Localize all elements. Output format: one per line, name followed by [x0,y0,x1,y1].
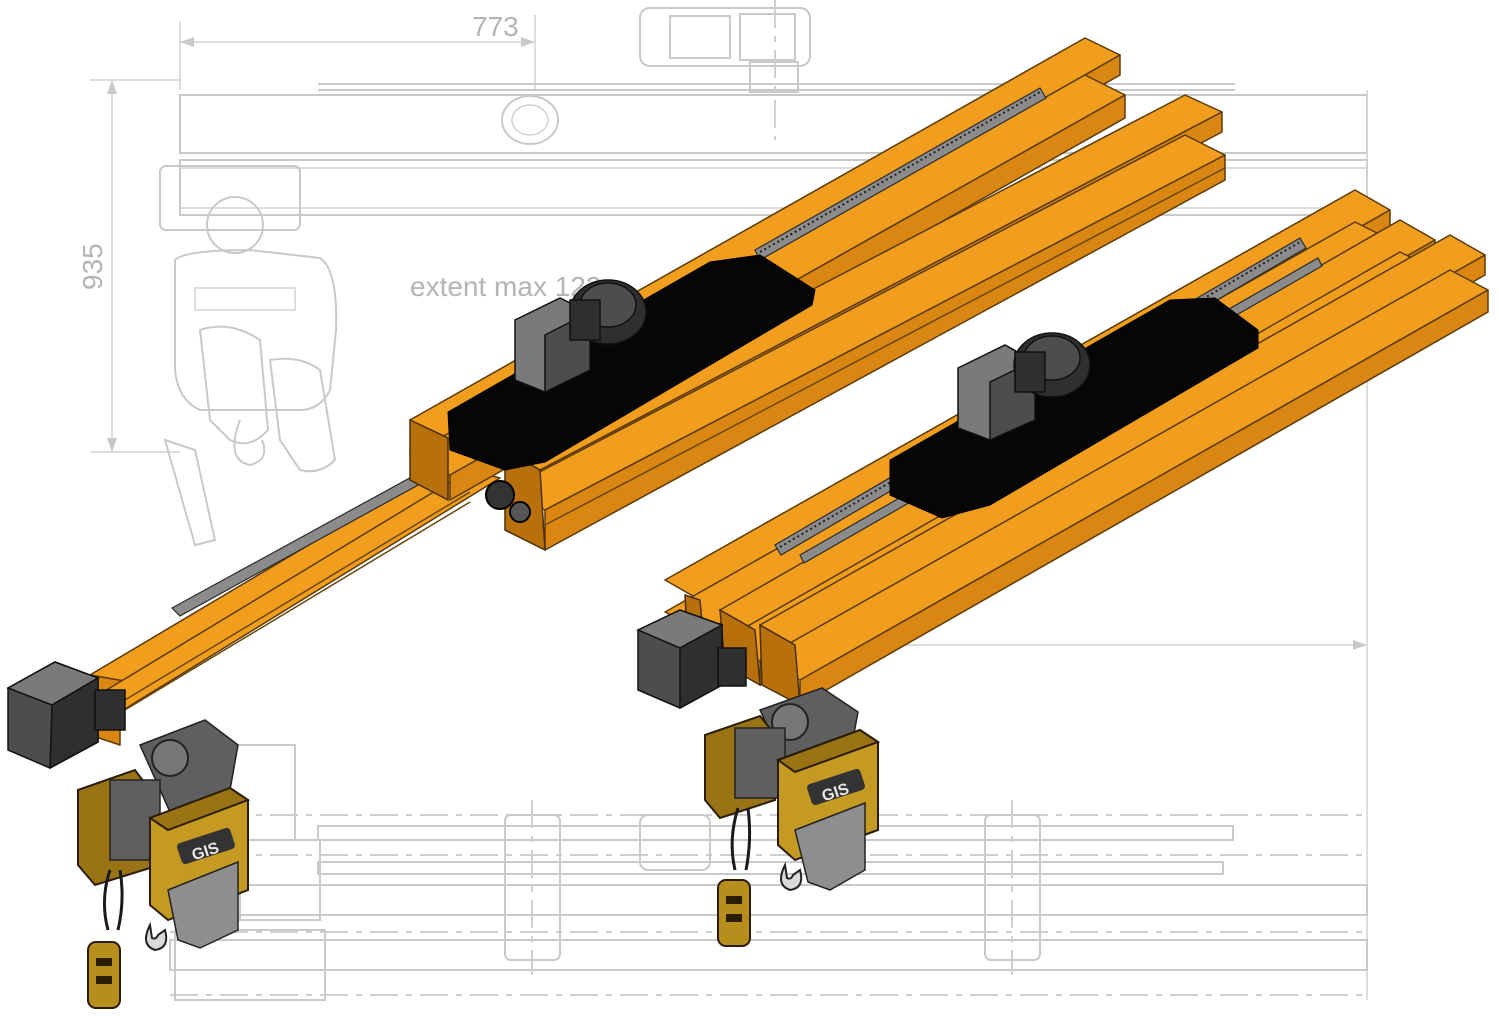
right-chain-hoist: GIS [704,687,881,947]
hoist-side-outline [159,165,338,547]
right-end-motor [636,609,747,710]
right-girder-front [759,234,1489,707]
right-carriage [889,297,1259,519]
left-chain-hoist: GIS [77,719,251,1009]
right-crane: GIS [636,189,1489,947]
height-dimension-label: 935 [77,243,108,290]
left-lower-beam [89,454,501,746]
extent-label: extent max 123 [410,271,601,302]
left-end-motor [6,661,126,770]
left-second-beam [504,94,1226,552]
height-dimension: 935 [77,79,180,453]
left-carriage [447,254,816,523]
top-trolley-outline [639,0,811,140]
left-drive-motor [514,279,647,394]
right-drive-motor [957,332,1091,442]
width-dimension: 773 [179,11,536,90]
left-crane: GIS [6,37,1226,1009]
width-dimension-label: 773 [472,11,519,42]
